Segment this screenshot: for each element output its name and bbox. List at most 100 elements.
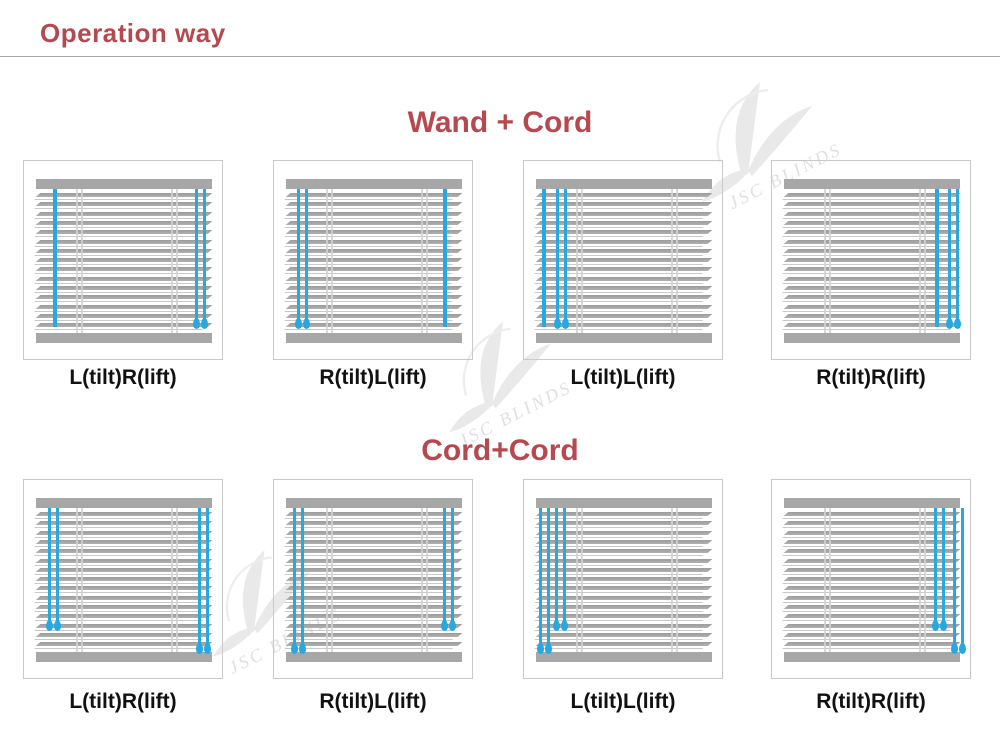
- slat: [535, 258, 713, 263]
- ladder-string: [676, 508, 678, 652]
- diagram-label: R(tilt)R(lift): [816, 366, 926, 389]
- slat: [783, 632, 961, 637]
- lift-cord: [206, 508, 209, 645]
- slat: [783, 202, 961, 207]
- headrail: [36, 179, 212, 189]
- slat: [285, 595, 463, 600]
- lift-cord: [555, 508, 558, 622]
- lift-cord: [195, 189, 198, 320]
- slat: [285, 586, 463, 591]
- slat: [35, 220, 213, 225]
- bottom-rail: [286, 652, 462, 662]
- slat: [35, 211, 213, 216]
- cord-tassel: [553, 620, 560, 631]
- slat: [535, 632, 713, 637]
- lift-cord: [956, 189, 959, 320]
- blind-diagram: [523, 160, 723, 360]
- bottom-rail: [536, 333, 712, 343]
- ladder-string: [171, 508, 173, 652]
- slat: [285, 558, 463, 563]
- headrail: [536, 179, 712, 189]
- cord-tassel: [946, 318, 953, 329]
- lift-cord: [539, 508, 542, 645]
- slat: [285, 605, 463, 609]
- bottom-rail: [286, 333, 462, 343]
- slat: [535, 211, 713, 216]
- tilt-wand: [53, 189, 57, 327]
- slat: [35, 567, 213, 572]
- slat: [285, 304, 463, 309]
- diagram-label: R(tilt)L(lift): [319, 366, 427, 389]
- slat: [35, 276, 213, 281]
- ladder-string: [671, 508, 673, 652]
- slat: [535, 295, 713, 300]
- slat: [35, 323, 213, 328]
- cord-tassel: [545, 643, 552, 654]
- slat: [783, 276, 961, 281]
- slat: [285, 230, 463, 235]
- slat: [285, 248, 463, 253]
- lift-cord: [48, 508, 51, 622]
- slat: [35, 586, 213, 591]
- diagram-label: L(tilt)R(lift): [69, 366, 177, 389]
- tilt-wand: [443, 189, 447, 327]
- lift-cord: [948, 189, 951, 320]
- cord-tassel: [46, 620, 53, 631]
- slat: [285, 539, 463, 544]
- slat: [285, 295, 463, 300]
- slat: [285, 220, 463, 225]
- slat: [285, 286, 463, 290]
- lift-cord: [305, 189, 308, 320]
- cord-tassel: [441, 620, 448, 631]
- cord-tassel: [940, 620, 947, 631]
- ladder-string: [176, 189, 178, 333]
- slat: [35, 512, 213, 516]
- slat: [285, 530, 463, 535]
- cord-tassel: [299, 643, 306, 654]
- cord-tassel: [954, 318, 961, 329]
- lift-cord: [934, 508, 937, 622]
- cord-tassel: [54, 620, 61, 631]
- ladder-string: [671, 189, 673, 333]
- slat: [535, 220, 713, 225]
- section-heading-cord-cord: Cord+Cord: [421, 434, 579, 467]
- ladder-string: [676, 189, 678, 333]
- cord-tassel: [932, 620, 939, 631]
- slat: [783, 230, 961, 235]
- headrail: [36, 498, 212, 508]
- slat: [35, 313, 213, 318]
- lift-cord: [547, 508, 550, 645]
- slat: [35, 304, 213, 309]
- cord-tassel: [449, 620, 456, 631]
- lift-cord: [953, 508, 956, 645]
- ladder-string: [829, 189, 831, 333]
- blind-diagram: [23, 479, 223, 679]
- slat: [285, 577, 463, 582]
- ladder-string: [331, 508, 333, 652]
- ladder-string: [576, 189, 578, 333]
- blind-diagram: [771, 160, 971, 360]
- cord-tassel: [562, 318, 569, 329]
- slat: [285, 239, 463, 244]
- slat: [783, 304, 961, 309]
- slat: [35, 239, 213, 244]
- ladder-string: [421, 508, 423, 652]
- tilt-wand: [542, 189, 546, 327]
- lift-cord: [203, 189, 206, 320]
- slat: [35, 623, 213, 628]
- diagram-label: L(tilt)L(lift): [570, 366, 676, 389]
- slat: [783, 313, 961, 318]
- ladder-string: [581, 189, 583, 333]
- lift-cord: [563, 508, 566, 622]
- cord-tassel: [537, 643, 544, 654]
- slat: [285, 632, 463, 637]
- slat: [285, 313, 463, 318]
- cord-tassel: [295, 318, 302, 329]
- slat: [783, 258, 961, 263]
- slat: [535, 230, 713, 235]
- lift-cord: [301, 508, 304, 645]
- headrail: [784, 179, 960, 189]
- slat: [35, 614, 213, 619]
- slat: [285, 521, 463, 526]
- lift-cord: [556, 189, 559, 320]
